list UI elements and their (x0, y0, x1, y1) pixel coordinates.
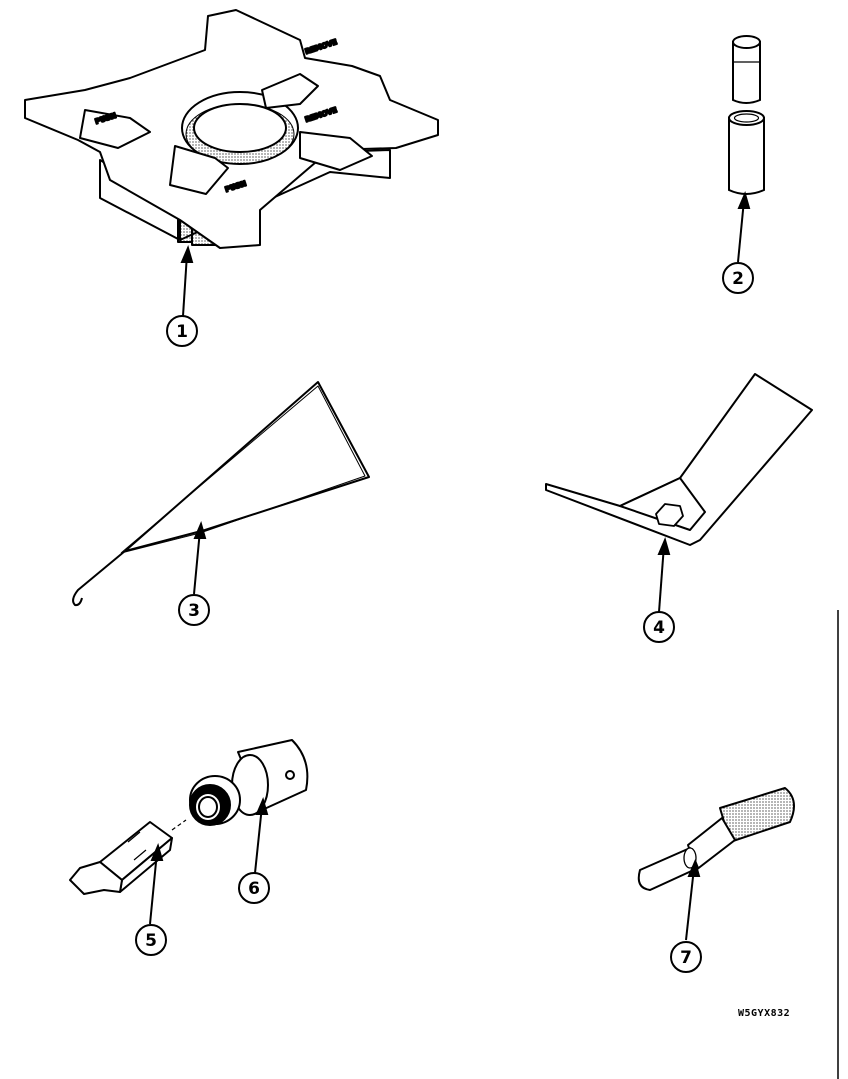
hex-wrench-plate-icon (545, 373, 813, 546)
leader-line-7 (685, 867, 695, 941)
bit-adapter-socket-icon (189, 739, 309, 826)
leader-arrow-3 (193, 521, 207, 539)
callout-6-number: 6 (248, 879, 260, 899)
callout-5: 5 (135, 924, 167, 956)
callout-1-number: 1 (176, 322, 188, 342)
label-remove-top: REMOVE (304, 38, 338, 56)
callout-2: 2 (722, 262, 754, 294)
leader-line-6 (254, 805, 263, 874)
leader-arrow-5 (150, 843, 164, 861)
callout-5-number: 5 (145, 931, 157, 951)
leader-arrow-1 (180, 245, 194, 263)
leader-line-5 (149, 851, 158, 925)
knurled-pin-icon (637, 787, 795, 891)
callout-4-number: 4 (653, 618, 665, 638)
leader-arrow-6 (255, 797, 269, 815)
leader-line-3 (193, 529, 201, 595)
leader-arrow-7 (687, 859, 701, 877)
callout-2-number: 2 (732, 269, 744, 289)
callout-3: 3 (178, 594, 210, 626)
leader-line-1 (182, 253, 188, 317)
template-gauge-icon: REMOVE PUSH REMOVE PUSH (24, 9, 439, 249)
leader-arrow-4 (657, 537, 671, 555)
callout-1: 1 (166, 315, 198, 347)
torx-bit-icon (69, 819, 187, 895)
leader-line-2 (737, 199, 745, 263)
callout-6: 6 (238, 872, 270, 904)
drawing-code: W5GYX832 (738, 1008, 790, 1019)
sleeve-spacer-icon (728, 35, 765, 195)
leader-arrow-2 (737, 191, 751, 209)
wire-hook-tool-icon (72, 381, 370, 607)
callout-7: 7 (670, 941, 702, 973)
leader-line-4 (658, 544, 665, 613)
callout-4: 4 (643, 611, 675, 643)
callout-3-number: 3 (188, 601, 200, 621)
leader-lines (149, 191, 751, 941)
callout-7-number: 7 (680, 948, 692, 968)
